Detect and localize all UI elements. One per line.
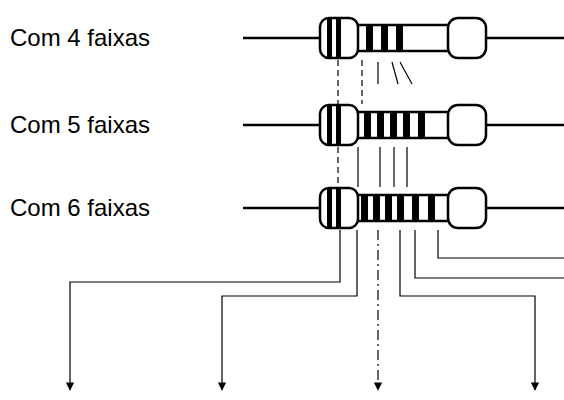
band-guide-lines [338, 60, 412, 187]
band-count-label: Com 6 faixas [10, 194, 150, 222]
resistor-5-bands [243, 105, 564, 145]
band-count-label: Com 4 faixas [10, 24, 150, 52]
resistor-4-bands [243, 18, 564, 58]
band-count-label: Com 5 faixas [10, 111, 150, 139]
resistor-6-bands [243, 188, 564, 228]
leader-lines [70, 230, 564, 390]
